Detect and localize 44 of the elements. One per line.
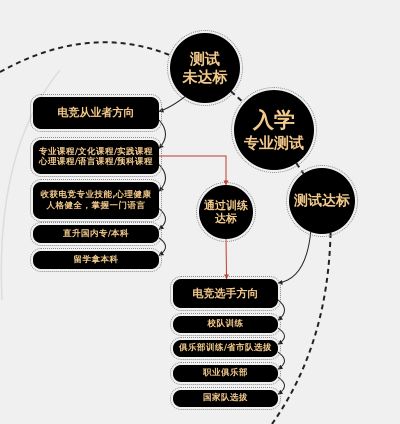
dashed-line [271, 232, 332, 424]
circle-node [289, 168, 355, 234]
node-label: 俱乐部训练/省市队选拔 [178, 343, 274, 354]
node-label: 直升国内专/本科 [62, 228, 130, 240]
process-box [173, 316, 278, 333]
heading-box [173, 279, 278, 308]
circle-node [234, 90, 314, 170]
arrow [224, 238, 229, 280]
node-label: 收获电竞专业技能,心理健康人格健全，掌握一门语言 [39, 190, 153, 211]
process-box [33, 182, 159, 219]
node-label: 专业课程/文化课程/实践课程心理课程/语言课程/预科课程 [38, 146, 154, 168]
circle-node [170, 33, 240, 103]
heading-box [33, 97, 159, 129]
node-label: 测试达标 [294, 192, 350, 210]
process-box [173, 365, 278, 382]
arrow [158, 155, 228, 186]
arrow [158, 164, 166, 192]
dashed-line [230, 90, 245, 104]
arrow [278, 232, 312, 285]
dashed-line [0, 41, 172, 73]
arrow [278, 328, 285, 345]
node-label: 留学拿本科 [72, 254, 120, 266]
node-label: 国家队选拔 [202, 393, 249, 404]
process-box [173, 390, 278, 407]
process-box [173, 340, 278, 357]
node-label: 电竞从业者方向 [56, 106, 136, 120]
arrow [158, 208, 166, 230]
arrow [278, 376, 285, 395]
process-box [33, 225, 159, 243]
node-label: 测试未达标 [182, 50, 228, 86]
node-label: 校队训练 [206, 319, 244, 330]
arrow [158, 237, 166, 256]
process-box [33, 140, 159, 174]
node-label: 通过训练达标 [204, 198, 248, 226]
arrow [278, 352, 285, 370]
arrow [158, 120, 166, 149]
process-box [33, 251, 159, 269]
node-label: 电竞选手方向 [192, 286, 260, 300]
node-label: 职业俱乐部 [202, 368, 249, 379]
circle-node [199, 185, 253, 239]
arrow [278, 299, 285, 321]
circle-subtitle: 专业测试 [244, 134, 304, 152]
dashed-line [296, 162, 304, 174]
circle-heading: 入学 [253, 108, 295, 134]
